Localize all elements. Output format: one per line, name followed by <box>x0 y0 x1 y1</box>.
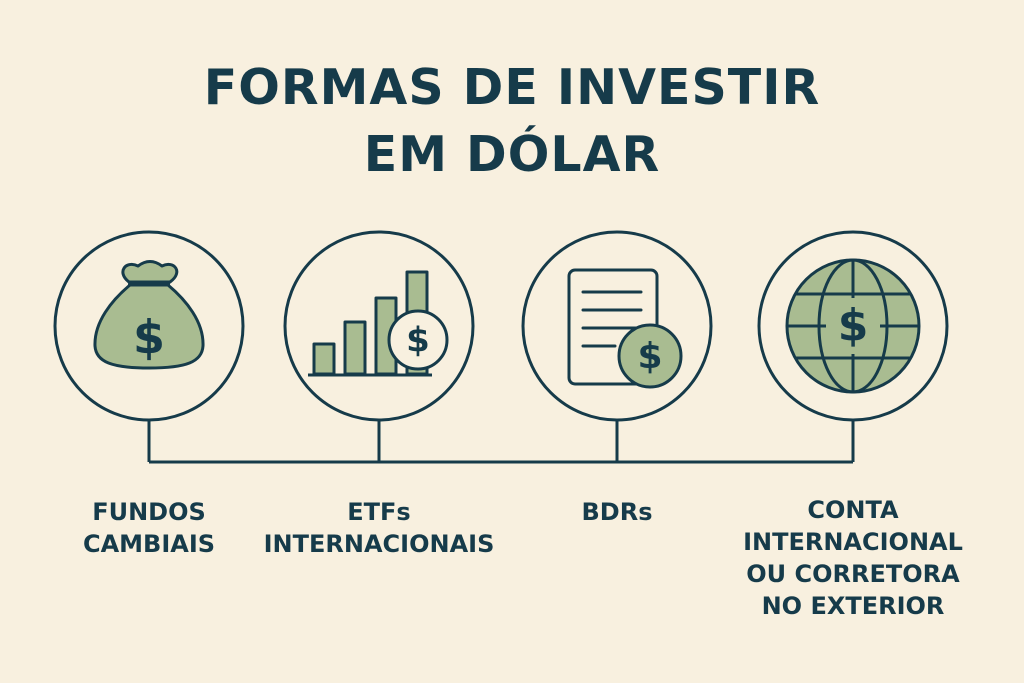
bar-chart-dollar-icon: $ <box>308 270 449 377</box>
label-bdrs: BDRs <box>477 496 757 528</box>
label-line: FUNDOS <box>92 498 206 526</box>
money-bag-icon: $ <box>93 260 205 370</box>
label-fundos-cambiais: FUNDOS CAMBIAIS <box>9 496 289 560</box>
dollar-sign: $ <box>133 311 165 365</box>
label-line: INTERNACIONAIS <box>263 530 495 558</box>
connector-lines <box>147 420 855 464</box>
label-line: CONTA <box>807 496 899 524</box>
dollar-sign: $ <box>838 300 869 351</box>
label-line: INTERNACIONAL <box>743 528 963 556</box>
item-circle-fundos-cambiais: $ <box>53 230 245 422</box>
dollar-sign: $ <box>637 336 662 377</box>
label-line: CAMBIAIS <box>82 530 216 558</box>
label-line: ETFs <box>347 498 411 526</box>
label-line: NO EXTERIOR <box>761 592 945 620</box>
page-title-line-1: FORMAS DE INVESTIR <box>203 59 821 116</box>
item-circle-etfs: $ <box>283 230 475 422</box>
label-conta-internacional: CONTA INTERNACIONAL OU CORRETORA NO EXTE… <box>713 494 993 622</box>
document-dollar-icon: $ <box>567 268 683 389</box>
item-circle-bdrs: $ <box>521 230 713 422</box>
label-etfs-internacionais: ETFs INTERNACIONAIS <box>239 496 519 560</box>
label-line: BDRs <box>581 498 653 526</box>
label-line: OU CORRETORA <box>746 560 960 588</box>
dollar-sign: $ <box>406 321 430 361</box>
page-title-line-2: EM DÓLAR <box>363 126 661 183</box>
item-circle-conta-internacional: $ <box>757 230 949 422</box>
globe-dollar-icon: $ <box>785 258 921 394</box>
